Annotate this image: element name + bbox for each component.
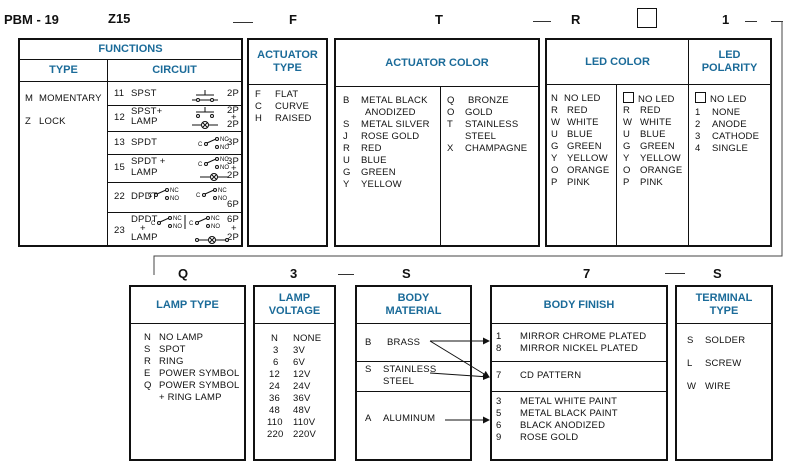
svg-text:C: C — [151, 221, 156, 227]
no-led-checkbox-icon — [623, 92, 634, 103]
spst-lamp-symbol — [192, 107, 218, 129]
body-finish-title: BODY FINISH — [543, 298, 615, 311]
actuator-type-code: F — [289, 12, 297, 27]
lamp-voltage-code: 3 — [290, 266, 298, 281]
led-polarity-code: 1 — [722, 12, 730, 27]
svg-text:NC: NC — [220, 137, 229, 143]
type-header: TYPE — [49, 63, 78, 76]
body-material-code: S — [402, 266, 411, 281]
svg-text:NO: NO — [220, 145, 229, 151]
no-led-checkbox-icon — [695, 92, 706, 103]
lamp-type-code: Q — [178, 266, 189, 281]
functions-code: Z15 — [108, 11, 131, 26]
svg-text:NO: NO — [220, 165, 229, 171]
svg-text:NC: NC — [218, 188, 227, 194]
svg-text:C: C — [196, 193, 201, 199]
circuit-row: 13 SPDT 3P — [114, 137, 240, 148]
actuator-color-title: ACTUATOR COLOR — [385, 56, 489, 69]
spdt-switch-symbol: C NC NO — [198, 137, 229, 151]
svg-text:NC: NC — [170, 188, 179, 194]
blank-code-box — [637, 8, 657, 28]
svg-text:NO: NO — [218, 196, 227, 202]
svg-text:NC: NC — [211, 216, 220, 222]
svg-text:C: C — [198, 142, 203, 148]
spst-switch-symbol — [192, 90, 218, 102]
circuit-row: 23 DPDT + LAMP 6P + 2P — [114, 214, 240, 243]
svg-text:C: C — [189, 221, 194, 227]
svg-text:NO: NO — [173, 224, 182, 230]
functions-title: FUNCTIONS — [98, 43, 163, 55]
svg-text:C: C — [148, 193, 153, 199]
separator-dash — [771, 21, 783, 22]
led-color-code: R — [571, 12, 581, 27]
svg-text:NO: NO — [211, 224, 220, 230]
dpdt-switch-symbol: C NC NO C NC NO — [148, 188, 227, 202]
circuit-row: 11 SPST 2P — [114, 88, 240, 99]
svg-text:C: C — [198, 162, 203, 168]
model-code: PBM - 19 — [4, 12, 59, 27]
svg-text:NO: NO — [170, 196, 179, 202]
separator-dash — [533, 21, 551, 22]
separator-dash — [745, 21, 757, 22]
circuit-header: CIRCUIT — [152, 63, 197, 76]
spdt-lamp-symbol: C NC NO — [198, 157, 229, 181]
separator-dash — [233, 22, 253, 23]
circuit-row: 12 SPST+ LAMP 2P + 2P — [114, 105, 240, 130]
led-color-title: LED COLOR — [585, 55, 650, 68]
dpdt-lamp-symbol: C NC NO C NC NO — [151, 215, 229, 244]
svg-text:NC: NC — [173, 216, 182, 222]
separator-dash — [665, 273, 685, 274]
circuit-row: 22 DPDT 6P — [114, 191, 240, 210]
terminal-type-code: S — [713, 266, 722, 281]
actuator-color-code: T — [435, 12, 443, 27]
circuit-row: 15 SPDT + LAMP 3P + 2P — [114, 156, 240, 181]
lamp-type-title: LAMP TYPE — [156, 298, 219, 311]
svg-text:NC: NC — [220, 157, 229, 163]
body-finish-code: 7 — [583, 266, 591, 281]
separator-dash — [338, 274, 354, 275]
